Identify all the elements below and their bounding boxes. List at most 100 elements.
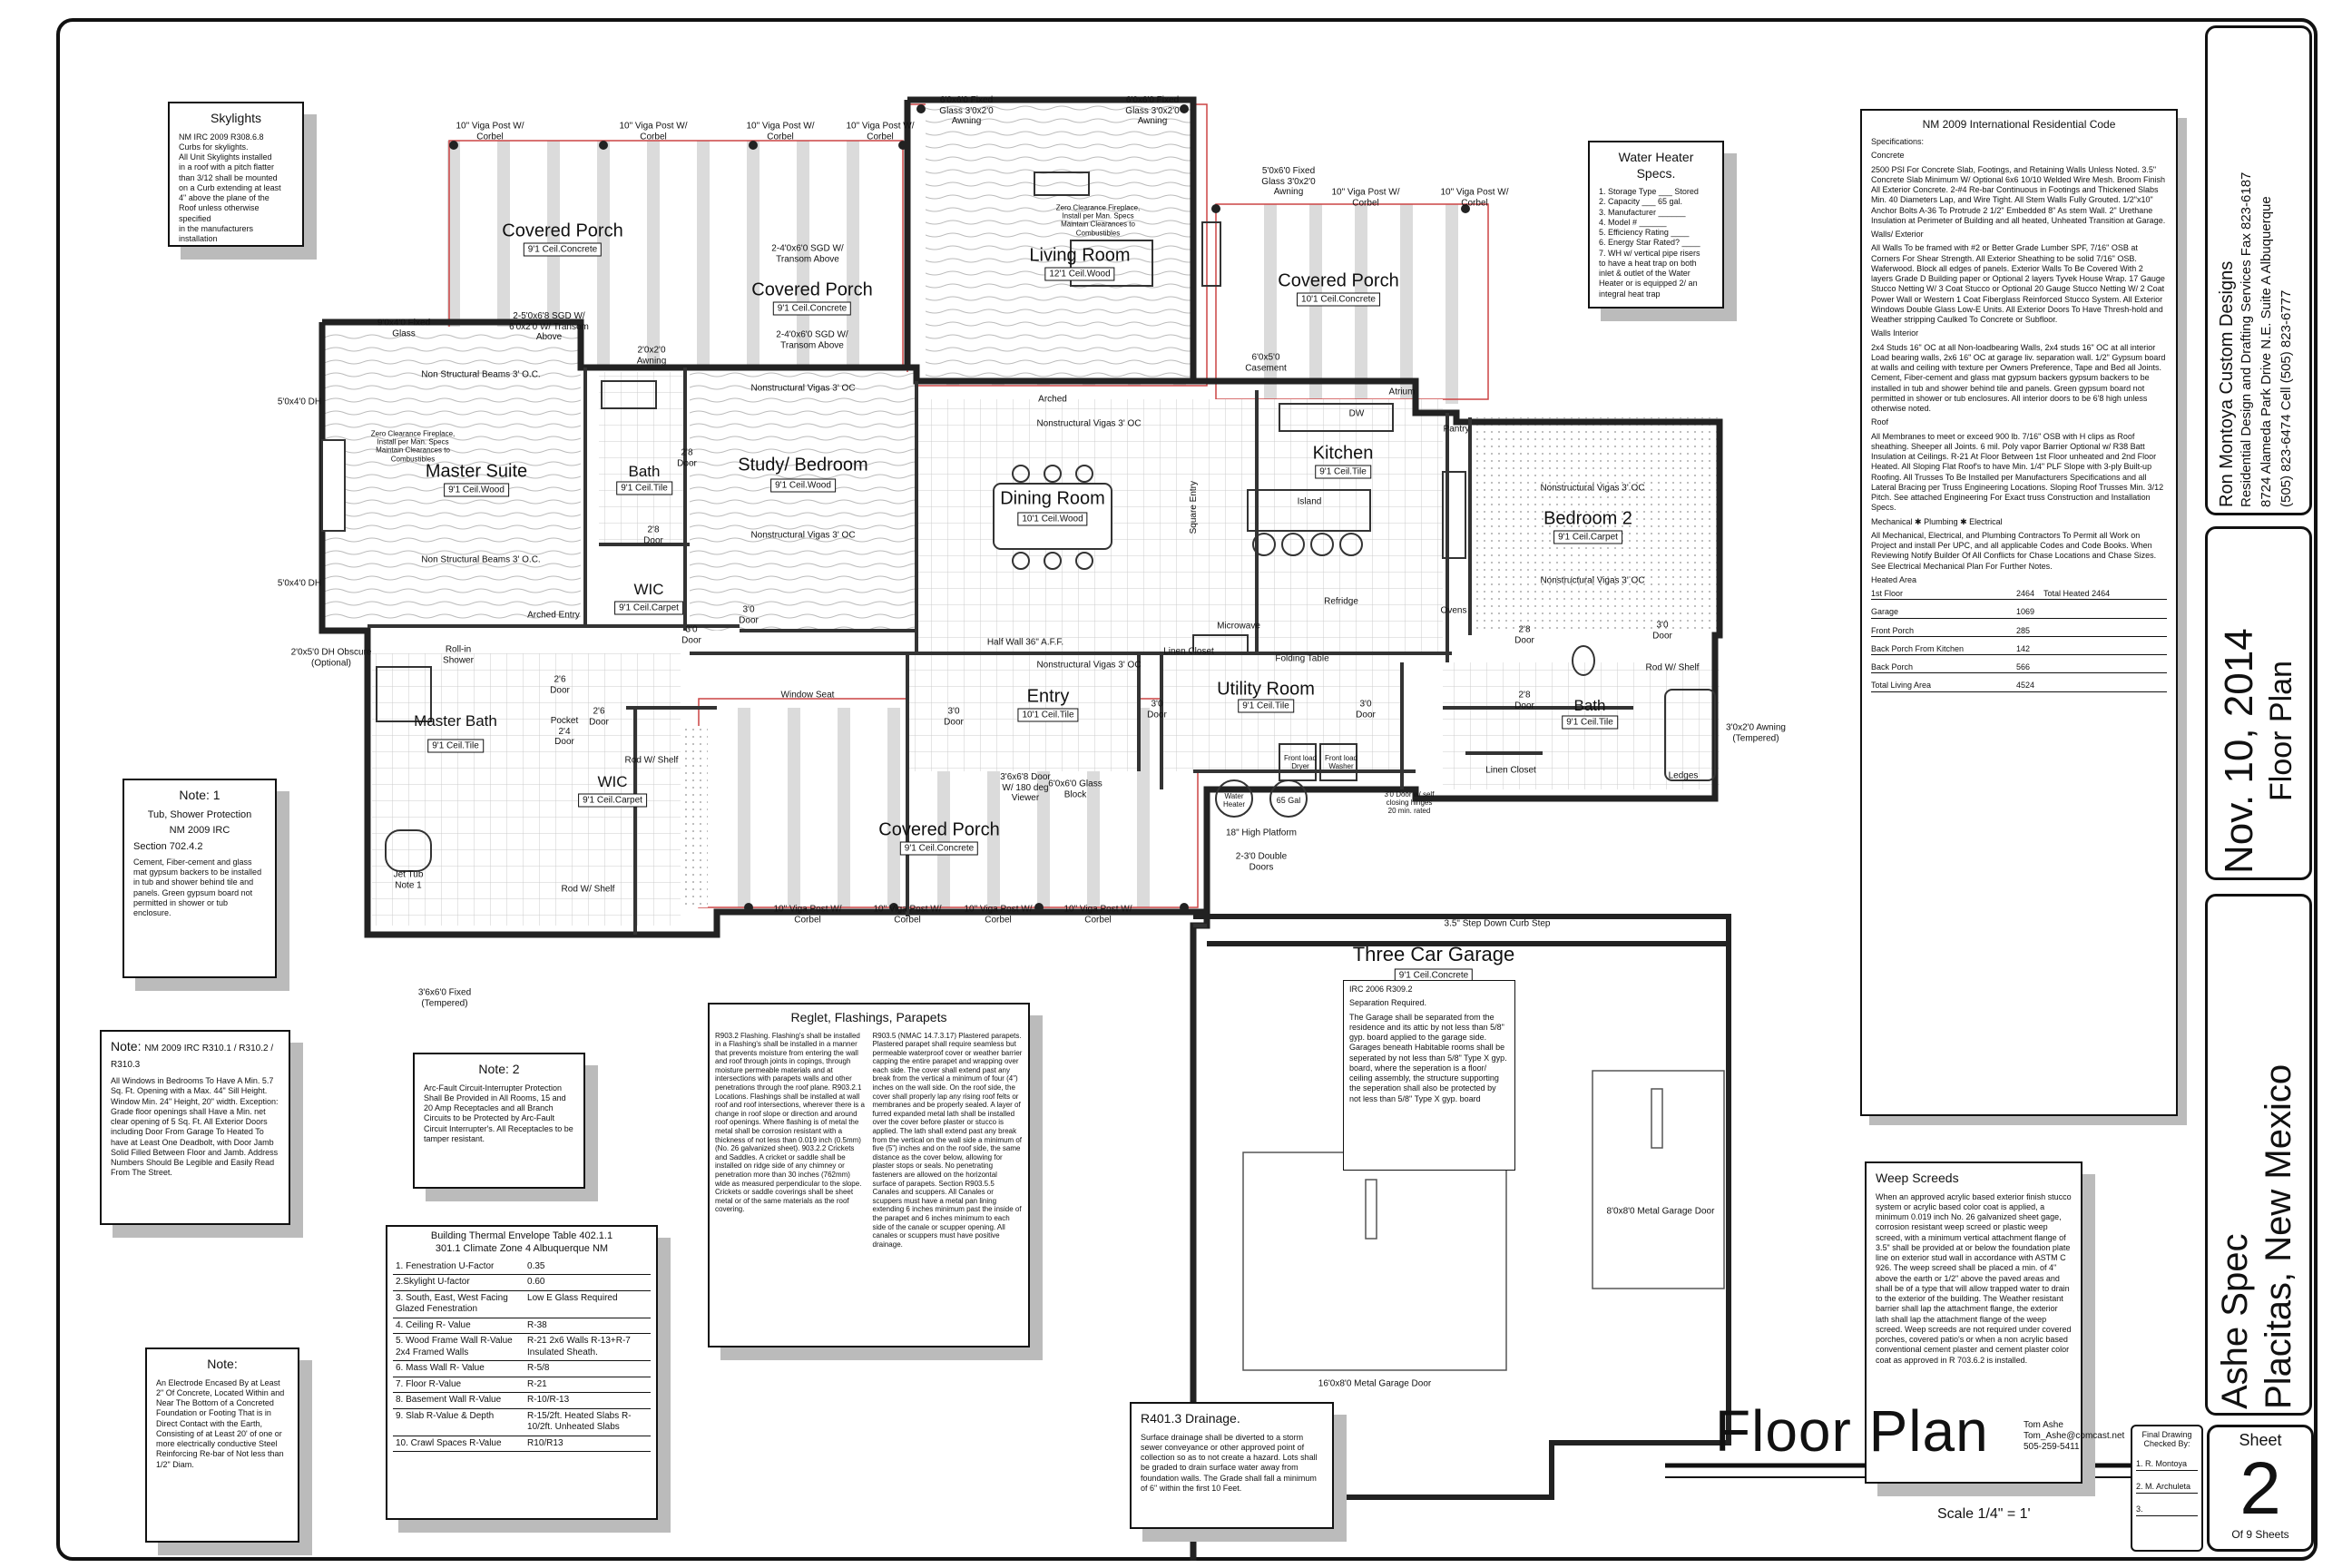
roof-head: Roof bbox=[1871, 417, 1889, 427]
rod-shelf-label: Rod W/ Shelf bbox=[1645, 662, 1700, 673]
drawing-scale: Scale 1/4" = 1' bbox=[1937, 1506, 2031, 1522]
note-title: Water Heater Specs. bbox=[1618, 150, 1694, 181]
window-callout: 6'0x6'0 Fixed Glass 3'0x2'0 Awning bbox=[939, 94, 994, 126]
irc-specifications-note: NM 2009 International Residential Code S… bbox=[1860, 109, 2178, 1116]
viga-post-note: 10" Viga Post W/ Corbel bbox=[1331, 187, 1400, 209]
note-text: All Windows in Bedrooms To Have A Min. 5… bbox=[111, 1076, 279, 1178]
note-line: NM IRC 2009 R308.6.8 bbox=[179, 132, 264, 142]
beam-note: Non Structural Beams 3' O.C. bbox=[421, 369, 541, 380]
checked-entry: 2. M. Archuleta bbox=[2136, 1471, 2198, 1494]
window-callout: 6'0x6'0 Glass Block bbox=[1048, 779, 1102, 800]
beam-note: Nonstructural Vigas 3' OC bbox=[1036, 660, 1142, 671]
sheet-number: 2 bbox=[2239, 1447, 2281, 1530]
room-label-utility-room: Utility Room bbox=[1217, 679, 1315, 700]
sheet-label: Sheet bbox=[2239, 1431, 2282, 1449]
spec-head: Specifications: bbox=[1871, 137, 1925, 146]
ceiling-tag: 9'1 Ceil.Concrete bbox=[772, 301, 852, 316]
table-cell: 10. Crawl Spaces R-Value bbox=[393, 1436, 525, 1452]
beam-note: Nonstructural Vigas 3' OC bbox=[1540, 483, 1645, 494]
interior-text: 2x4 Studs 16" OC at all Non-loadbearing … bbox=[1871, 342, 2166, 414]
table-row: 5. Wood Frame Wall R-Value 2x4 Framed Wa… bbox=[393, 1333, 651, 1361]
linen-closet-label: Linen Closet bbox=[1485, 765, 1536, 776]
note-line: 2. Capacity ___ 65 gal. bbox=[1599, 197, 1683, 207]
note-text: Arc-Fault Circuit-Interrupter Protection… bbox=[424, 1083, 573, 1143]
area-extra: Total Heated 2464 bbox=[2043, 589, 2111, 598]
mech-text: All Mechanical, Electrical, and Plumbing… bbox=[1871, 530, 2157, 571]
door-callout: 3'0 Door w/ self closing hinges 20 min. … bbox=[1384, 790, 1435, 816]
water-heater-label: Water Heater bbox=[1222, 791, 1245, 808]
garage-door-label: 16'0x8'0 Metal Garage Door bbox=[1318, 1378, 1432, 1389]
island-label: Island bbox=[1297, 496, 1322, 507]
viga-post-note: 10" Viga Post W/ Corbel bbox=[846, 121, 915, 142]
room-label-study-bedroom: Study/ Bedroom bbox=[738, 455, 868, 475]
table-cell: R-5/8 bbox=[524, 1360, 651, 1377]
note-code: NM 2009 IRC bbox=[169, 825, 230, 837]
garage-outline bbox=[1193, 914, 1731, 1500]
company-name: Ron Montoya Custom Designs bbox=[2217, 260, 2237, 507]
room-label-kitchen: Kitchen bbox=[1312, 443, 1374, 464]
project-location: Placitas, New Mexico bbox=[2259, 1063, 2298, 1409]
note-line: to have a heat trap on both bbox=[1599, 258, 1697, 268]
door-callout: 2'8 Door bbox=[643, 524, 663, 546]
ceiling-tag: 10'1 Ceil.Concrete bbox=[1297, 292, 1380, 307]
table-row: 3. South, East, West Facing Glazed Fenes… bbox=[393, 1290, 651, 1318]
area-label: Front Porch bbox=[1871, 625, 1915, 635]
square-entry-label: Square Entry bbox=[1189, 481, 1199, 534]
interior-walls bbox=[368, 368, 1633, 935]
room-label-wic: WIC bbox=[597, 773, 628, 790]
note-subtitle: Tub, Shower Protection bbox=[147, 808, 252, 820]
room-label-bedroom-2: Bedroom 2 bbox=[1544, 508, 1632, 529]
arched-note: Arched bbox=[1038, 394, 1067, 405]
area-label: Back Porch bbox=[1871, 662, 1914, 671]
door-callout: 3'0 Door bbox=[1652, 620, 1672, 642]
window-callout: 9'0x4'0 Fixed Glass bbox=[377, 318, 431, 339]
door-callout: 3'0 Door bbox=[681, 624, 701, 646]
note-text: Surface drainage shall be diverted to a … bbox=[1141, 1432, 1318, 1493]
client-phone: 505-259-5411 bbox=[2024, 1442, 2080, 1452]
note-line: 4. Model # ______ bbox=[1599, 217, 1667, 227]
company-services: Residential Design and Drafting Services… bbox=[2239, 172, 2254, 507]
note-title: Note: bbox=[207, 1357, 238, 1371]
note-line: integral heat trap bbox=[1599, 289, 1661, 299]
water-heater-specs-note: Water Heater Specs. 1. Storage Type ___ … bbox=[1588, 141, 1724, 309]
table-cell: 0.35 bbox=[524, 1259, 651, 1275]
viga-post-note: 10" Viga Post W/ Corbel bbox=[746, 121, 815, 142]
beam-note: Nonstructural Vigas 3' OC bbox=[1036, 418, 1142, 429]
date-title-block: Nov. 10, 2014 Floor Plan bbox=[2205, 526, 2312, 880]
ceiling-tag: 9'1 Ceil.Wood bbox=[444, 483, 509, 497]
gallons-label: 65 Gal bbox=[1276, 795, 1301, 805]
door-callout: 3'6x6'8 Door W/ 180 deg Viewer bbox=[1000, 771, 1051, 803]
room-floors bbox=[322, 100, 1720, 926]
room-label-covered-porch: Covered Porch bbox=[751, 279, 873, 300]
table-cell: 0.60 bbox=[524, 1274, 651, 1291]
table-cell: 2.Skylight U-factor bbox=[393, 1274, 525, 1291]
viga-post-note: 10" Viga Post W/ Corbel bbox=[1063, 904, 1132, 926]
viga-post-note: 10" Viga Post W/ Corbel bbox=[773, 904, 842, 926]
rod-shelf-label: Rod W/ Shelf bbox=[561, 884, 615, 895]
half-wall-note: Half Wall 36" A.F.F. bbox=[986, 637, 1064, 648]
rod-shelf-label: Rod W/ Shelf bbox=[624, 755, 679, 766]
note-line: in a roof with a pitch flatter bbox=[179, 162, 275, 172]
note-text: An Electrode Encased By at Least 2" Of C… bbox=[156, 1377, 285, 1469]
door-callout: 2-4'0x6'0 SGD W/ Transom Above bbox=[776, 329, 848, 351]
pantry-label: Pantry bbox=[1443, 424, 1470, 435]
roll-in-shower-label: Roll-in Shower bbox=[443, 644, 474, 666]
ceiling-tag: 9'1 Ceil.Tile bbox=[427, 739, 484, 753]
concrete-head: Concrete bbox=[1871, 151, 1905, 161]
dryer-label: Front load Dryer bbox=[1283, 753, 1318, 770]
client-name: Tom Ashe bbox=[2024, 1420, 2063, 1430]
electrode-note: Note: An Electrode Encased By at Least 2… bbox=[145, 1348, 299, 1543]
viga-post-note: 10" Viga Post W/ Corbel bbox=[964, 904, 1033, 926]
project-title-block: Ashe Spec Placitas, New Mexico bbox=[2205, 894, 2312, 1416]
ledges-label: Ledges bbox=[1668, 770, 1699, 781]
client-info: Tom Ashe Tom_Ashe@comcast.net 505-259-54… bbox=[2024, 1420, 2124, 1453]
door-callout: 3'0 Door bbox=[1356, 699, 1376, 720]
